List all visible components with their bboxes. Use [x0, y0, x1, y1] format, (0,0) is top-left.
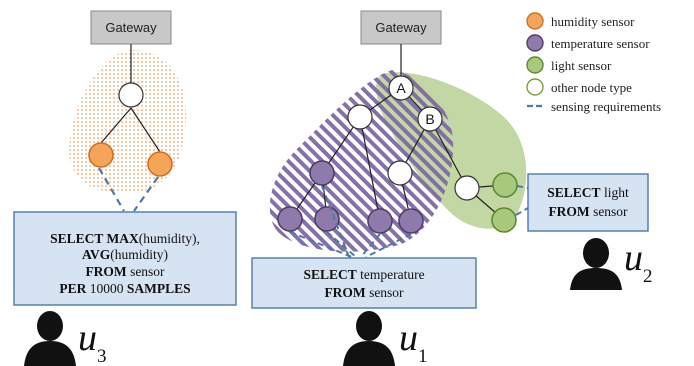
node-a-label: A — [396, 80, 406, 96]
node-temperature — [309, 160, 335, 186]
requirement-line — [515, 207, 529, 216]
node-other — [347, 104, 373, 130]
requirement-line — [360, 233, 381, 258]
node-light — [492, 172, 518, 198]
gateway-right-label: Gateway — [375, 20, 427, 35]
legend: humidity sensor temperature sensor light… — [526, 12, 661, 114]
query-text: light — [601, 185, 629, 200]
humidity-network: Gateway — [69, 10, 187, 212]
user-u1-subscript: 1 — [418, 346, 428, 366]
user-u3: u 3 — [24, 311, 107, 366]
legend-item: temperature sensor — [526, 34, 650, 52]
node-b — [417, 106, 443, 132]
humidity-sensor-icon — [526, 12, 544, 30]
requirement-line — [133, 176, 159, 212]
query-text: 10000 — [86, 281, 127, 296]
requirement-line — [321, 185, 350, 258]
keyword: FROM — [85, 264, 126, 279]
query-u2-line-1: SELECT light — [547, 185, 629, 200]
keyword: SELECT — [547, 185, 600, 200]
query-box-u2: SELECT light FROM sensor — [527, 173, 649, 232]
user-u1: u 1 — [343, 311, 428, 366]
node-other — [454, 175, 480, 201]
gateway-left-label: Gateway — [105, 20, 157, 35]
query-text: sensor — [366, 285, 404, 300]
keyword: SAMPLES — [127, 281, 191, 296]
query-text: temperature — [357, 267, 425, 282]
query-text: sensor — [127, 264, 165, 279]
user-u2-subscript: 2 — [643, 266, 653, 287]
legend-label: temperature sensor — [551, 36, 650, 51]
requirement-line — [98, 167, 125, 212]
requirement-line — [289, 231, 353, 258]
light-sensor-icon — [526, 56, 544, 74]
user-silhouette-icon — [343, 311, 395, 366]
user-u3-letter: u — [78, 317, 97, 359]
node-temperature — [314, 206, 340, 232]
legend-label: humidity sensor — [551, 14, 635, 29]
query-u1-line-1: SELECT temperature — [303, 267, 424, 282]
query-text: (humidity), — [139, 231, 200, 246]
node-temperature — [367, 208, 393, 234]
query-u2-line-2: FROM sensor — [548, 204, 628, 219]
requirement-line — [326, 231, 357, 258]
user-u2-letter: u — [624, 237, 643, 279]
legend-item: other node type — [526, 78, 632, 96]
legend-label: sensing requirements — [551, 99, 661, 114]
gateway-right — [360, 10, 442, 45]
node-temperature — [277, 206, 303, 232]
keyword: PER — [59, 281, 86, 296]
legend-item: sensing requirements — [527, 99, 661, 114]
other-node-icon — [526, 78, 544, 96]
node-other — [387, 160, 413, 186]
keyword: AVG — [82, 247, 111, 262]
query-box-u1: SELECT temperature FROM sensor — [251, 257, 477, 309]
node-humidity — [88, 142, 114, 168]
node-temperature — [398, 208, 424, 234]
query-u3-line-4: PER 10000 SAMPLES — [59, 281, 190, 296]
query-u1-line-2: FROM sensor — [324, 285, 404, 300]
legend-label: light sensor — [551, 58, 612, 73]
main-network: Gateway A B — [269, 10, 529, 258]
user-silhouette-icon — [570, 238, 622, 290]
node-b-label: B — [425, 111, 434, 127]
legend-item: humidity sensor — [526, 12, 635, 30]
requirement-line — [365, 233, 412, 258]
query-u3-line-2: AVG(humidity) — [82, 247, 168, 262]
node-other — [118, 82, 144, 108]
query-text: (humidity) — [110, 247, 168, 262]
temperature-sensor-icon — [526, 34, 544, 52]
keyword: SELECT MAX — [50, 231, 139, 246]
query-box-u3: SELECT MAX(humidity), AVG(humidity) FROM… — [13, 211, 237, 306]
user-u3-subscript: 3 — [97, 346, 107, 366]
query-u3-line-1: SELECT MAX(humidity), — [50, 231, 200, 246]
keyword: SELECT — [303, 267, 356, 282]
query-u3-line-3: FROM sensor — [85, 264, 165, 279]
keyword: FROM — [324, 285, 365, 300]
legend-item: light sensor — [526, 56, 612, 74]
user-u2: u 2 — [570, 237, 653, 290]
node-humidity — [147, 151, 173, 177]
node-a — [388, 75, 414, 101]
gateway-left — [90, 10, 172, 45]
keyword: FROM — [548, 204, 589, 219]
user-u1-letter: u — [399, 317, 418, 359]
query-text: sensor — [590, 204, 628, 219]
node-light — [491, 207, 517, 233]
user-silhouette-icon — [24, 311, 76, 366]
requirement-line — [516, 185, 529, 189]
legend-label: other node type — [551, 80, 632, 95]
